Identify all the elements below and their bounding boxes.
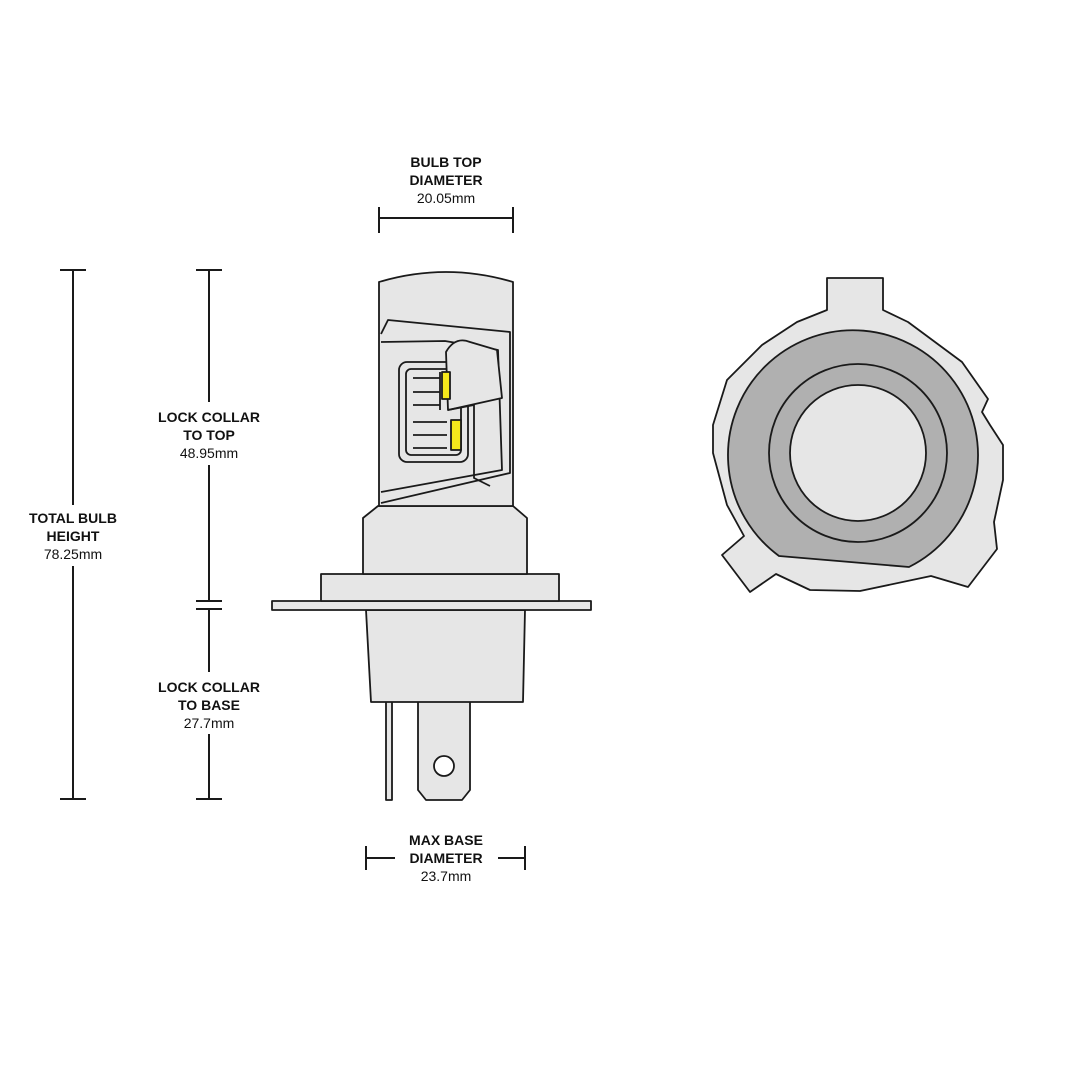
bulb-top-diameter-value: 20.05mm xyxy=(416,190,476,206)
led-chip-upper xyxy=(441,371,451,400)
led-conductors xyxy=(413,372,447,449)
center-boss xyxy=(789,384,927,522)
bulb-lower-base xyxy=(365,609,526,703)
total-height-value: 78.25mm xyxy=(43,546,103,562)
led-chip-lower xyxy=(450,419,462,451)
lock-collar-top-value: 48.95mm xyxy=(179,445,239,461)
max-base-diameter-value: 23.7mm xyxy=(420,868,472,884)
lock-collar-base-value: 27.7mm xyxy=(183,715,235,731)
lock-collar-base-label: LOCK COLLAR TO BASE 27.7mm xyxy=(144,678,274,732)
led-reflector xyxy=(445,339,503,411)
bulb-top-diameter-label: BULB TOP DIAMETER 20.05mm xyxy=(383,153,509,207)
bulb-top-diameter-line xyxy=(378,207,514,233)
bulb-terminal-right xyxy=(417,699,471,801)
max-base-diameter-title: MAX BASE DIAMETER xyxy=(409,832,483,866)
bulb-neck xyxy=(362,505,528,575)
bulb-side-view xyxy=(271,271,592,801)
lock-collar-base-title: LOCK COLLAR TO BASE xyxy=(158,679,260,713)
total-height-line xyxy=(60,269,86,800)
lock-collar-top-label: LOCK COLLAR TO TOP 48.95mm xyxy=(144,408,274,462)
total-height-title: TOTAL BULB HEIGHT xyxy=(29,510,117,544)
lock-collar-block xyxy=(320,573,560,602)
dimension-lines xyxy=(60,207,526,870)
heatsink-outer-contour xyxy=(380,319,511,504)
max-base-diameter-line xyxy=(365,846,526,870)
heatsink-inner-contour xyxy=(380,340,503,493)
total-height-label: TOTAL BULB HEIGHT 78.25mm xyxy=(13,509,133,563)
max-base-diameter-label: MAX BASE DIAMETER 23.7mm xyxy=(386,831,506,885)
bulb-terminal-left xyxy=(385,699,393,801)
lock-collar-base-line xyxy=(196,608,222,800)
bulb-base-front-view xyxy=(712,277,1004,593)
terminal-hole xyxy=(433,755,455,777)
lock-collar-flange xyxy=(271,600,592,611)
lock-collar-top-title: LOCK COLLAR TO TOP xyxy=(158,409,260,443)
lock-collar-top-line xyxy=(196,269,222,602)
bulb-top-diameter-title: BULB TOP DIAMETER xyxy=(409,154,483,188)
reflector-lower-edge xyxy=(447,404,491,487)
